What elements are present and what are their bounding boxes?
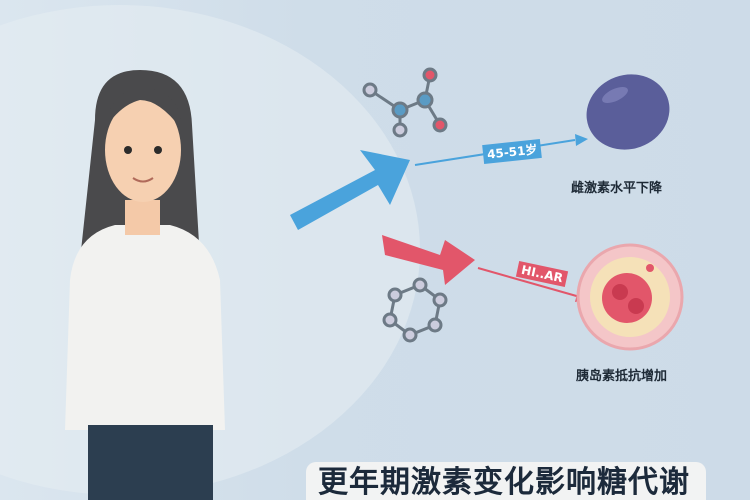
molecule-top-icon [362,67,448,138]
title-box [306,462,706,500]
insulin-label: 胰岛素抵抗增加 [576,369,668,384]
woman-figure [65,70,225,500]
page-title: 更年期激素变化影响糖代谢 [318,465,690,500]
estrogen-label: 雌激素水平下降 [571,181,663,196]
fat-cell-icon [576,243,684,351]
molecule-bottom-icon [382,277,448,343]
egg-cell-icon [586,74,670,150]
egg-highlight [602,86,628,104]
